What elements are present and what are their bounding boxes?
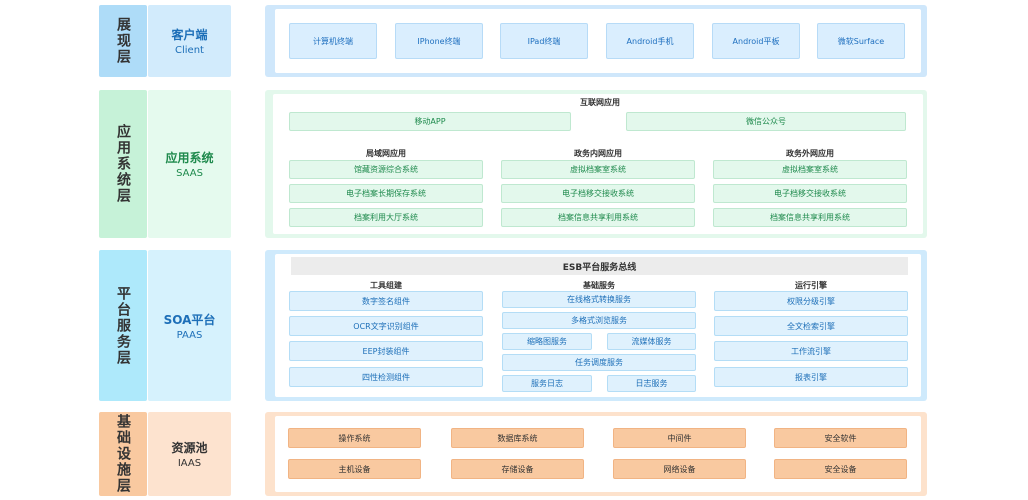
client-item-surface: 微软Surface — [817, 23, 905, 59]
lan-item: 馆藏资源综合系统 — [289, 160, 483, 179]
engine-item: 报表引擎 — [714, 367, 908, 387]
layer-name-en: Client — [175, 45, 204, 56]
engine-item: 全文检索引擎 — [714, 316, 908, 336]
extranet-item: 虚拟档案室系统 — [713, 160, 907, 179]
layer-tag-platform: 平台服务层 — [99, 250, 147, 401]
lan-item: 档案利用大厅系统 — [289, 208, 483, 227]
tool-item: 数字签名组件 — [289, 291, 483, 311]
client-item-iphone: IPhone终端 — [395, 23, 483, 59]
layer-name-en: IAAS — [177, 458, 202, 469]
tools-title: 工具组建 — [370, 281, 402, 290]
app-panel: 互联网应用 移动APP 微信公众号 局域网应用 馆藏资源综合系统 电子档案长期保… — [265, 90, 927, 238]
extranet-item: 电子档移交接收系统 — [713, 184, 907, 203]
base-thumbnail: 缩略图服务 — [502, 333, 592, 350]
intranet-item: 档案信息共享利用系统 — [501, 208, 695, 227]
tool-item: OCR文字识别组件 — [289, 316, 483, 336]
group-title-intranet: 政务内网应用 — [574, 149, 622, 158]
group-title-lan: 局域网应用 — [366, 149, 406, 158]
layer-label-client: 客户端 Client — [148, 5, 231, 77]
internet-title: 互联网应用 — [580, 98, 620, 107]
base-log-service: 日志服务 — [607, 375, 696, 392]
infra-item: 安全软件 — [774, 428, 907, 448]
engine-item: 权限分级引擎 — [714, 291, 908, 311]
tool-item: EEP封装组件 — [289, 341, 483, 361]
layer-name-cn: 应用系统 — [165, 151, 214, 165]
client-item-pc: 计算机终端 — [289, 23, 377, 59]
esb-bus: ESB平台服务总线 — [291, 257, 908, 275]
engine-item: 工作流引擎 — [714, 341, 908, 361]
soa-panel: ESB平台服务总线 工具组建 数字签名组件 OCR文字识别组件 EEP封装组件 … — [265, 250, 927, 401]
layer-label-saas: 应用系统 SAAS — [148, 90, 231, 238]
infra-panel: 操作系统 数据库系统 中间件 安全软件 主机设备 存储设备 网络设备 安全设备 — [265, 412, 927, 496]
layer-name-en: SAAS — [176, 168, 203, 179]
layer-name-cn: 资源池 — [171, 441, 208, 455]
client-panel: 计算机终端 IPhone终端 IPad终端 Android手机 Android平… — [265, 5, 927, 77]
intranet-item: 电子档移交接收系统 — [501, 184, 695, 203]
layer-name-cn: 客户端 — [171, 28, 208, 42]
base-title: 基础服务 — [583, 281, 615, 290]
infra-item: 安全设备 — [774, 459, 907, 479]
client-item-ipad: IPad终端 — [500, 23, 588, 59]
client-item-android-pad: Android平板 — [712, 23, 800, 59]
layer-name-en: PAAS — [176, 329, 203, 341]
infra-item: 存储设备 — [451, 459, 584, 479]
layer-label-paas: SOA平台 PAAS — [148, 250, 231, 401]
lan-item: 电子档案长期保存系统 — [289, 184, 483, 203]
infra-item: 主机设备 — [288, 459, 421, 479]
layer-name-cn: SOA平台 — [163, 312, 216, 327]
tool-item: 四性检测组件 — [289, 367, 483, 387]
intranet-item: 虚拟档案室系统 — [501, 160, 695, 179]
group-title-extranet: 政务外网应用 — [786, 149, 834, 158]
layer-label-iaas: 资源池 IAAS — [148, 412, 231, 496]
base-service-log: 服务日志 — [502, 375, 592, 392]
internet-item-wechat: 微信公众号 — [626, 112, 906, 131]
layer-tag-infrastructure: 基础设施层 — [99, 412, 147, 496]
infra-item: 操作系统 — [288, 428, 421, 448]
internet-item-app: 移动APP — [289, 112, 571, 131]
infra-item: 网络设备 — [613, 459, 746, 479]
base-streaming: 流媒体服务 — [607, 333, 696, 350]
layer-tag-presentation: 展现层 — [99, 5, 147, 77]
base-scheduler: 任务调度服务 — [502, 354, 696, 371]
base-online-convert: 在线格式转换服务 — [502, 291, 696, 308]
layer-tag-application: 应用系统层 — [99, 90, 147, 238]
engine-title: 运行引擎 — [795, 281, 827, 290]
infra-item: 数据库系统 — [451, 428, 584, 448]
client-item-android-phone: Android手机 — [606, 23, 694, 59]
base-multi-browse: 多格式浏览服务 — [502, 312, 696, 329]
infra-item: 中间件 — [613, 428, 746, 448]
extranet-item: 档案信息共享利用系统 — [713, 208, 907, 227]
